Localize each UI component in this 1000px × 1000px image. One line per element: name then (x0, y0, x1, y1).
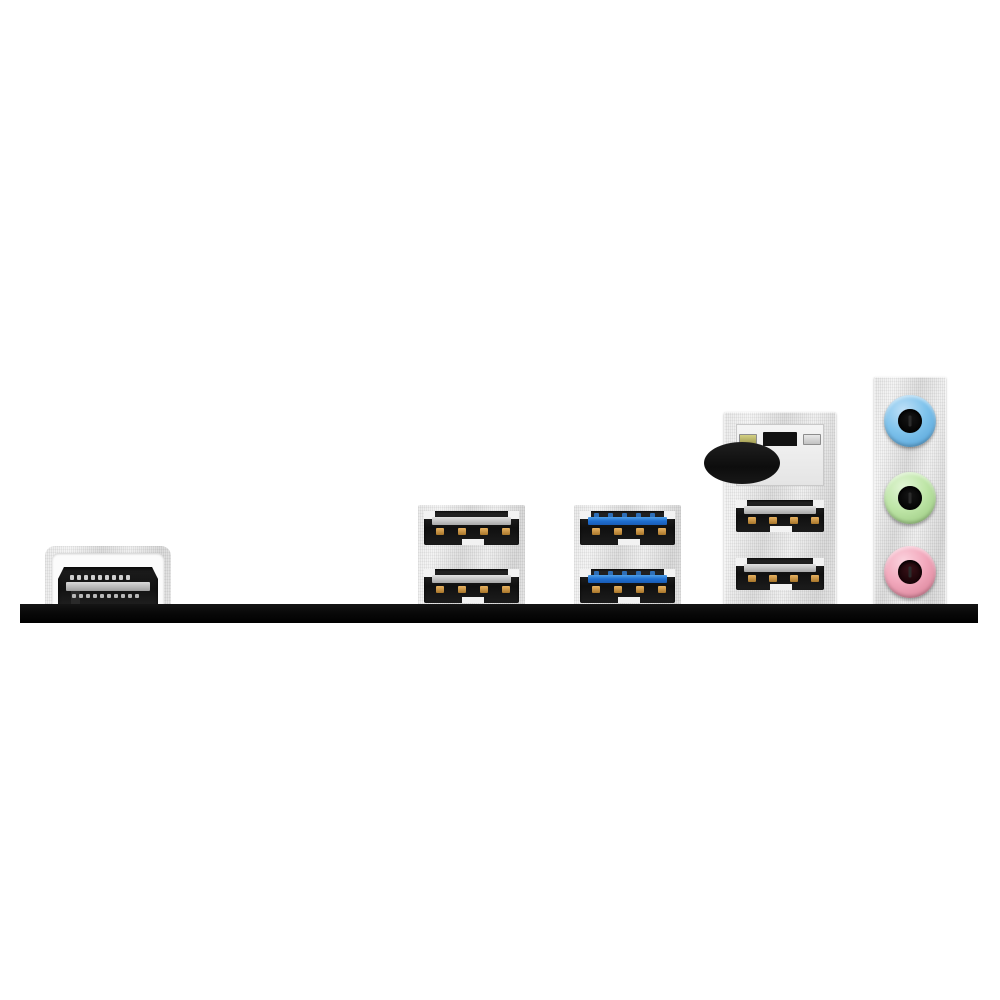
usb-tongue (432, 575, 511, 583)
usb-tongue (744, 506, 816, 514)
usb-notch-bottom (618, 539, 640, 545)
audio-jack-line-out (884, 472, 936, 524)
usb2-port-lan-upper (736, 500, 824, 532)
jack-contact-slit (908, 415, 912, 427)
lan-usb-combo-block (704, 412, 836, 610)
usb3-tongue (588, 517, 667, 525)
usb-tongue (744, 564, 816, 572)
usb-notch-bottom (770, 526, 792, 532)
hdmi-pin-row-top (70, 575, 130, 580)
usb-notch-bottom (618, 597, 640, 603)
rj45-key-slot (763, 432, 797, 446)
usb-notch-bottom (462, 597, 484, 603)
usb-notch-left (424, 511, 435, 519)
usb-contacts (592, 528, 666, 535)
usb-tongue (432, 517, 511, 525)
lan-link-led-icon (803, 434, 821, 445)
usb-notch-left (580, 569, 591, 577)
usb-contacts (436, 586, 510, 593)
usb-contacts (592, 586, 666, 593)
rj45-jack-cavity (704, 442, 780, 484)
io-shield-bar (20, 604, 978, 623)
usb-notch-right (664, 511, 675, 519)
usb-notch-right (813, 500, 824, 508)
usb3-port-lower (580, 569, 675, 603)
usb-notch-left (424, 569, 435, 577)
hdmi-side-left (71, 591, 80, 607)
jack-contact-slit (908, 566, 912, 578)
lan-activity-led-icon (739, 434, 757, 445)
usb-notch-left (736, 558, 747, 566)
usb-contacts (436, 528, 510, 535)
usb3-superspeed-contacts (594, 571, 655, 576)
usb-notch-bottom (462, 539, 484, 545)
hdmi-pin-row-bottom (72, 594, 139, 598)
usb-contacts (748, 517, 819, 524)
audio-jack-microphone (884, 546, 936, 598)
usb2-port-lan-lower (736, 558, 824, 590)
usb3-tongue (588, 575, 667, 583)
hdmi-tongue (66, 582, 150, 591)
usb2-stack-left (418, 505, 525, 610)
rj45-lan-port (704, 424, 824, 486)
usb-notch-right (813, 558, 824, 566)
usb2-port-lower (424, 569, 519, 603)
usb-notch-right (508, 511, 519, 519)
usb-notch-bottom (770, 584, 792, 590)
usb-notch-right (664, 569, 675, 577)
usb-notch-right (508, 569, 519, 577)
usb2-port-upper (424, 511, 519, 545)
usb3-superspeed-contacts (594, 513, 655, 518)
usb3-stack (574, 505, 681, 610)
usb-contacts (748, 575, 819, 582)
usb3-port-upper (580, 511, 675, 545)
jack-contact-slit (908, 492, 912, 504)
audio-jack-line-in (884, 395, 936, 447)
audio-jack-panel (874, 377, 946, 610)
usb-notch-left (580, 511, 591, 519)
usb-notch-left (736, 500, 747, 508)
hdmi-port (45, 546, 171, 610)
